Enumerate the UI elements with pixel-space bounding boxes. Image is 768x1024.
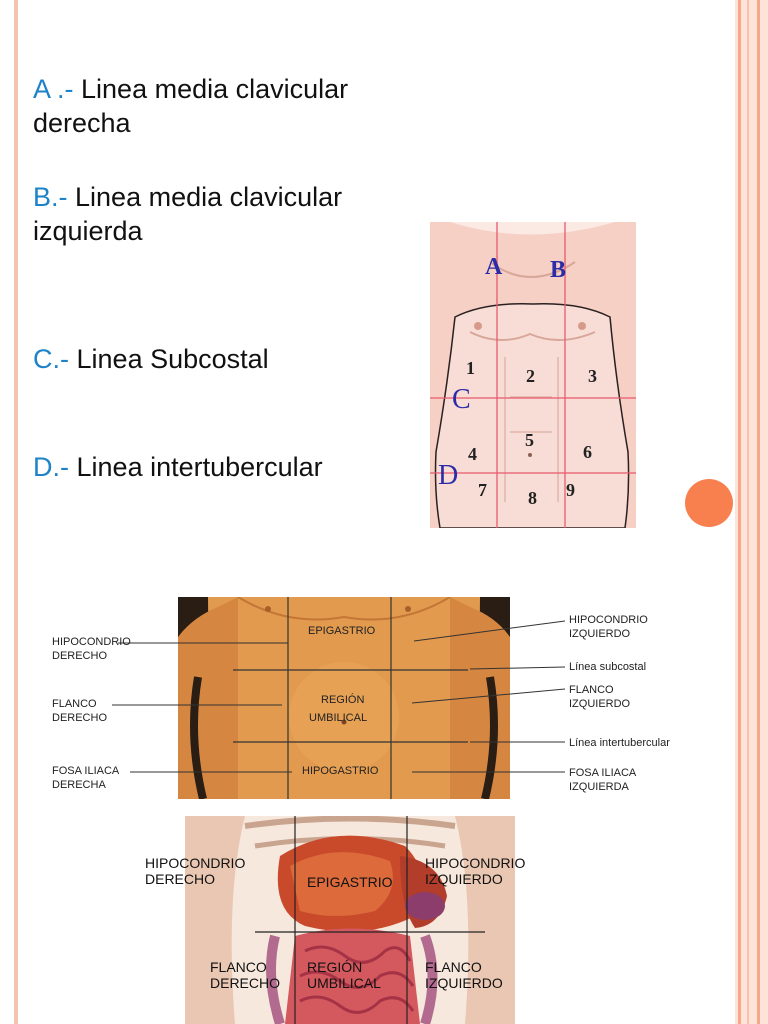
label-c: C: [452, 384, 471, 415]
anatomy-organs-figure: [185, 816, 515, 1024]
region-number: 9: [566, 480, 575, 500]
label-b: B: [550, 257, 566, 283]
label-hipogastrio: HIPOGASTRIO: [302, 765, 379, 777]
label-epigastrio: EPIGASTRIO: [308, 625, 376, 637]
abdomen-photo-leaders: [112, 620, 566, 773]
abdomen-photo-figure: EPIGASTRIO REGIÓN UMBILICAL HIPOGASTRIO: [178, 597, 510, 799]
region-number: 4: [468, 444, 477, 464]
left-frame-stripe: [14, 0, 18, 1024]
item-a: A .- Linea media clavicular derecha: [33, 74, 349, 138]
label-umbilical: UMBILICAL: [309, 712, 367, 724]
region-number: 3: [588, 366, 597, 386]
item-b: B.- Linea media clavicular izquierda: [33, 182, 343, 246]
region-number: 1: [466, 358, 475, 378]
label-a: A: [485, 254, 503, 280]
region-number: 6: [583, 442, 592, 462]
label-region: REGIÓN: [321, 693, 364, 706]
item-d: D.- Linea intertubercular: [33, 452, 323, 482]
label-epigastrio-organs: EPIGASTRIO: [307, 874, 393, 890]
region-number: 2: [526, 366, 535, 386]
region-number: 7: [478, 480, 487, 500]
label-linea-intertubercular: Línea intertubercular: [569, 737, 670, 749]
right-frame-stripes: [735, 0, 768, 1024]
label-linea-subcostal: Línea subcostal: [569, 661, 647, 673]
item-c: C.- Linea Subcostal: [33, 344, 269, 374]
region-number: 8: [528, 488, 537, 508]
decorative-circle: [685, 479, 733, 527]
region-number: 5: [525, 430, 534, 450]
label-d: D: [438, 460, 458, 491]
torso-regions-figure: A B C D 1 2 3 4 5 6 7 8 9: [430, 222, 636, 528]
